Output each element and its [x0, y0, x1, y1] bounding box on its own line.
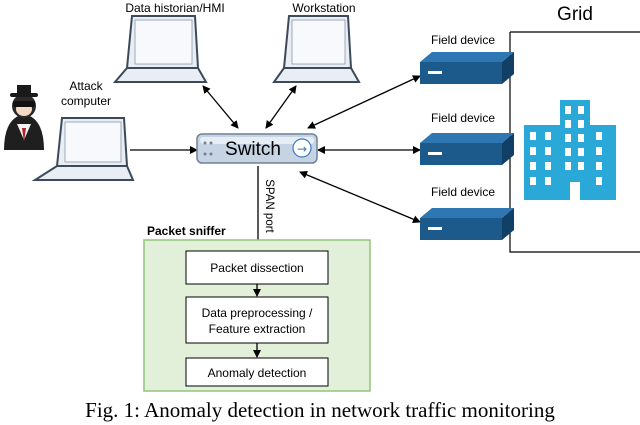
field-device-icon-1: [420, 52, 514, 84]
laptop-icon-attacker: [31, 117, 135, 181]
attacker-label-line2: computer: [61, 94, 111, 108]
link-switch-device1: [307, 75, 421, 129]
workstation-label: Workstation: [292, 1, 355, 15]
hacker-icon: [4, 85, 44, 150]
switch-arrow-icon: →: [297, 142, 307, 156]
step-preprocessing-label-line2: Feature extraction: [209, 322, 306, 336]
historian-label: Data historian/HMI: [125, 1, 224, 15]
field-device-icon-3: [420, 208, 514, 240]
step-preprocessing-label-line1: Data preprocessing /: [202, 306, 313, 320]
grid-region: Grid: [509, 4, 640, 253]
field-device-label-1: Field device: [431, 33, 495, 47]
link-historian-switch: [202, 85, 239, 129]
pipeline-step-anomaly-detection: [185, 357, 329, 387]
link-switch-device3: [299, 171, 421, 223]
switch-label: Switch: [225, 139, 281, 160]
pipeline-step-preprocessing: [185, 296, 329, 344]
field-device-label-3: Field device: [431, 185, 495, 199]
field-device-icon-2: [420, 133, 514, 165]
laptop-icon-workstation: [272, 15, 361, 83]
attacker-label-line1: Attack: [69, 79, 103, 93]
span-port-label: SPAN port: [263, 179, 275, 233]
figure-caption: Fig. 1: Anomaly detection in network tra…: [85, 398, 555, 422]
grid-label: Grid: [557, 4, 593, 25]
building-icon: [524, 100, 616, 200]
switch-icon: [196, 133, 318, 164]
packet-sniffer-title: Packet sniffer: [147, 224, 226, 238]
step-anomaly-detection-label: Anomaly detection: [208, 366, 307, 380]
laptop-icon-historian: [112, 15, 208, 83]
field-device-label-2: Field device: [431, 111, 495, 125]
connections: [130, 75, 421, 251]
step-packet-dissection-label: Packet dissection: [210, 261, 303, 275]
link-workstation-switch: [265, 85, 297, 129]
